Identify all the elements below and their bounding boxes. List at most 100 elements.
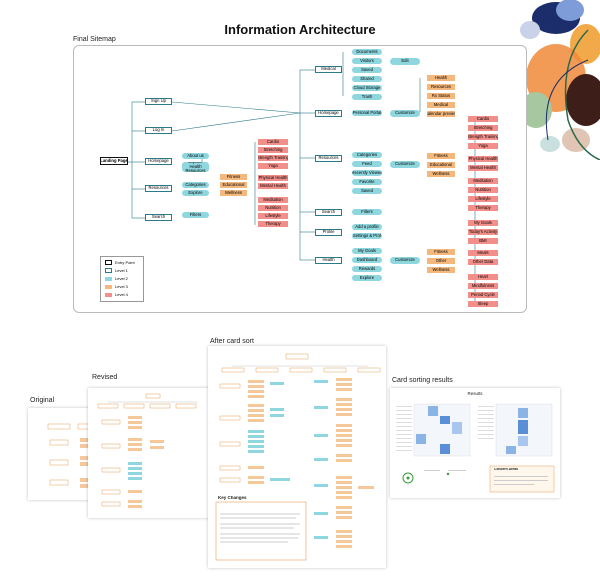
categories-node: Categories [182, 182, 209, 188]
key-changes-heading: Key Changes [218, 496, 247, 500]
legend-entry-swatch [105, 260, 112, 265]
search-node: Search [145, 214, 172, 221]
yoga-node: Yoga [258, 163, 288, 169]
visitors-node: Visitors [352, 58, 382, 64]
mindfulness-node: Mindfulness [468, 283, 498, 289]
wellness-node: Wellness [220, 190, 247, 196]
about-us-node: About us [182, 153, 209, 159]
legend-l4-swatch [105, 292, 112, 297]
homepage-node: Homepage [145, 158, 172, 165]
physical-health-node: Physical Health [258, 175, 288, 181]
todays-activity-node: Today's Activity [468, 229, 498, 235]
mental-health-node: Mental Health [258, 183, 288, 189]
concern-areas-heading: Concern Areas [494, 468, 518, 471]
wellness-b-node: Wellness [427, 171, 455, 177]
health-h-node: Health [427, 75, 455, 81]
after-card-sort-label: After card sort [210, 338, 254, 345]
legend-l3-swatch [105, 284, 112, 289]
settings-node: Settings & Prof [352, 233, 382, 239]
legend-l1-swatch [105, 268, 112, 273]
cloud-storage-node: Cloud Storage [352, 85, 382, 91]
other-data-node: Other Data [468, 259, 498, 265]
lifestyle-node: Lifestyle [258, 213, 288, 219]
fitness-node: Fitness [220, 174, 247, 180]
filters-node: Filters [182, 212, 209, 218]
meditation-b-node: Meditation [468, 178, 498, 184]
final-sitemap-label: Final Sitemap [73, 36, 116, 43]
saved-resources-node: Saved [352, 188, 382, 194]
calendar-node: Calendar preview [427, 111, 455, 117]
cardio-node: Cardio [258, 139, 288, 145]
customize-portal-node: Customize [390, 110, 420, 117]
resources-h-node: Resources [427, 84, 455, 90]
add-profile-node: Add a profile [352, 224, 382, 230]
sleep-node: Sleep [468, 301, 498, 307]
decorative-art [520, 0, 600, 160]
fitness-c-node: Fitness [427, 249, 455, 255]
saved-medical-node: Saved [352, 67, 382, 73]
nutrition-b-node: Nutrition [468, 187, 498, 193]
physical-b-node: Physical Health [468, 156, 498, 162]
rewards-node: Rewards [352, 266, 382, 272]
homepage-b-node: Homepage [315, 110, 342, 117]
educational-node: Educational [220, 182, 247, 188]
favorite-node: Favorite [352, 179, 382, 185]
personal-portal-node: Personal Portal [352, 110, 382, 116]
medical-node: Medical [315, 66, 342, 73]
therapy-node: Therapy [258, 221, 288, 227]
legend-l3: Level 3 [115, 284, 128, 289]
bmi-node: BMI [468, 238, 498, 244]
rx-status-node: Rx Status [427, 93, 455, 99]
trash-node: Trash [352, 94, 382, 100]
profile-node: Profile [315, 229, 342, 236]
revised-label: Revised [92, 374, 118, 381]
results-heading: Results [467, 392, 483, 396]
revised-sitemap-thumbnail [88, 388, 216, 518]
stretching-b-node: Stretching [468, 125, 498, 131]
categories-b-node: Categories [352, 152, 382, 158]
meals-node: Meals [468, 250, 498, 256]
customize-health-node: Customize [390, 257, 420, 264]
edit-node: Edit [390, 58, 420, 65]
health-b-node: Health [315, 257, 342, 264]
legend-l4: Level 4 [115, 292, 128, 297]
wellness-c-node: Wellness [427, 267, 455, 273]
legend-entry: Entry Point [115, 260, 135, 265]
educational-b-node: Educational [427, 162, 455, 168]
search-b-node: Search [315, 209, 342, 216]
resources-b-node: Resources [315, 155, 342, 162]
original-label: Original [30, 397, 55, 404]
after-card-sort-thumbnail: Key Changes [208, 346, 386, 568]
sign-up-node: Sign Up [145, 98, 172, 105]
legend-l2-swatch [105, 276, 112, 281]
page-title: Information Architecture [224, 22, 376, 37]
therapy-b-node: Therapy [468, 205, 498, 211]
landing-page-node: Landing Page [100, 157, 128, 165]
medical-h-node: Medical [427, 102, 455, 108]
heart-node: Heart [468, 274, 498, 280]
my-goals-node: My Goals [352, 248, 382, 254]
resources-node: Resources [145, 185, 172, 192]
dashboard-node: Dashboard [352, 257, 382, 263]
legend-l1: Level 1 [115, 268, 128, 273]
card-sort-results-thumbnail: Results Concern Areas [390, 388, 560, 498]
filters-b-node: Filters [352, 209, 382, 215]
explore-health-node: Explore Health Resources [182, 162, 209, 172]
legend: Entry Point Level 1 Level 2 Level 3 Leve… [100, 256, 144, 302]
explore-node: Explore [182, 190, 209, 196]
customize-resources-node: Customize [390, 161, 420, 168]
mental-b-node: Mental Health [468, 165, 498, 171]
my-goals-c-node: My Goals [468, 220, 498, 226]
card-sort-label: Card sorting results [392, 377, 453, 384]
strength-b-node: Strength Training [468, 134, 498, 140]
yoga-b-node: Yoga [468, 143, 498, 149]
documents-node: Documents [352, 49, 382, 55]
nutrition-node: Nutrition [258, 205, 288, 211]
log-in-node: Log In [145, 127, 172, 134]
cardio-b-node: Cardio [468, 116, 498, 122]
feed-node: Feed [352, 161, 382, 167]
meditation-node: Meditation [258, 197, 288, 203]
period-node: Period Cycle [468, 292, 498, 298]
explore-b-node: Explore [352, 275, 382, 281]
recently-viewed-node: Recently Viewed [352, 170, 382, 176]
